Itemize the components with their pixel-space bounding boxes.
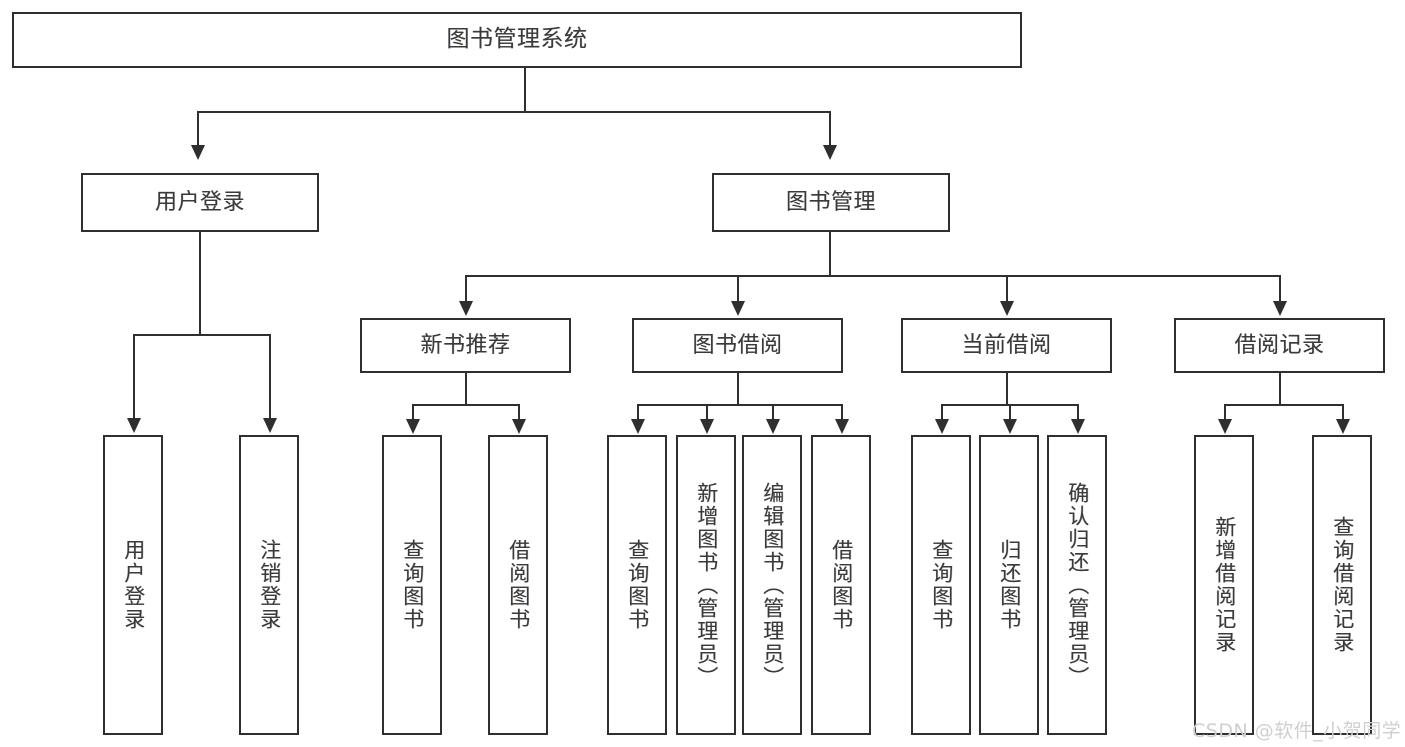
- arrow-book-borrow-to-leaf-3: [766, 419, 780, 434]
- leaf-query-book-1[interactable]: 查询图书: [382, 435, 442, 735]
- leaf-edit-book[interactable]: 编辑图书（管理员）: [742, 435, 802, 735]
- node-current-borrow[interactable]: 当前借阅: [901, 318, 1112, 373]
- node-label: 新书推荐: [420, 332, 511, 358]
- csdn-watermark: CSDN @软件_小贺同学: [1192, 720, 1402, 742]
- connector-root-bus: [197, 111, 830, 114]
- leaf-query-book-2[interactable]: 查询图书: [607, 435, 667, 735]
- arrow-book-manage-to-current-borrow: [1000, 301, 1014, 316]
- arrow-new-book-to-leaf-1: [406, 419, 420, 434]
- connector-user-login-to-leaf-2: [269, 334, 272, 420]
- connector-book-borrow-to-leaf-1: [637, 404, 640, 422]
- connector-book-borrow-to-leaf-2: [706, 404, 709, 422]
- node-label: 确认归还（管理员）: [1065, 481, 1090, 689]
- connector-current-borrow-to-leaf-1: [941, 404, 944, 422]
- connector-book-manage-to-new-book: [465, 275, 468, 307]
- node-root-system[interactable]: 图书管理系统: [12, 12, 1022, 68]
- arrow-current-borrow-to-leaf-2: [1003, 419, 1017, 434]
- arrow-book-borrow-to-leaf-1: [631, 419, 645, 434]
- connector-book-manage-to-borrow-record: [1279, 275, 1282, 307]
- connector-user-login-bus: [133, 334, 269, 337]
- leaf-borrow-book-1[interactable]: 借阅图书: [488, 435, 548, 735]
- node-book-manage[interactable]: 图书管理: [712, 173, 950, 232]
- leaf-borrow-book-2[interactable]: 借阅图书: [811, 435, 871, 735]
- connector-new-book-to-leaf-2: [518, 404, 521, 422]
- connector-book-manage-bus: [465, 275, 1280, 278]
- node-label: 借阅记录: [1234, 332, 1325, 358]
- node-user-login[interactable]: 用户登录: [81, 173, 319, 232]
- connector-new-book-stem: [465, 373, 468, 405]
- connector-root-stem: [524, 68, 527, 112]
- arrow-user-login-to-leaf-2: [263, 418, 277, 433]
- node-label: 新增图书（管理员）: [694, 481, 719, 689]
- node-label: 用户登录: [154, 189, 245, 215]
- connector-book-borrow-bus: [637, 404, 843, 407]
- node-label: 查询图书: [625, 539, 650, 631]
- connector-current-borrow-stem: [1006, 373, 1009, 405]
- node-label: 图书借阅: [692, 332, 783, 358]
- connector-user-login-to-leaf-1: [133, 334, 136, 420]
- connector-current-borrow-to-leaf-3: [1077, 404, 1080, 422]
- node-label: 查询图书: [929, 539, 954, 631]
- connector-new-book-bus: [412, 404, 518, 407]
- connector-book-borrow-stem: [737, 373, 740, 405]
- node-label: 编辑图书（管理员）: [760, 481, 785, 689]
- connector-borrow-record-to-leaf-1: [1224, 404, 1227, 422]
- connector-book-manage-to-current-borrow: [1006, 275, 1009, 307]
- node-new-book-recommend[interactable]: 新书推荐: [360, 318, 571, 373]
- node-label: 当前借阅: [961, 332, 1052, 358]
- leaf-add-borrow-record[interactable]: 新增借阅记录: [1194, 435, 1254, 735]
- arrow-new-book-to-leaf-2: [512, 419, 526, 434]
- arrow-book-borrow-to-leaf-2: [700, 419, 714, 434]
- connector-book-manage-to-book-borrow: [737, 275, 740, 307]
- connector-root-to-user-login: [197, 111, 200, 151]
- arrow-book-manage-to-borrow-record: [1273, 301, 1287, 316]
- node-label: 归还图书: [997, 539, 1022, 631]
- leaf-query-book-3[interactable]: 查询图书: [911, 435, 971, 735]
- node-label: 新增借阅记录: [1212, 516, 1237, 654]
- arrow-root-to-book-manage: [823, 145, 837, 160]
- arrow-borrow-record-to-leaf-2: [1336, 419, 1350, 434]
- leaf-logout-login[interactable]: 注销登录: [239, 435, 299, 735]
- leaf-query-borrow-record[interactable]: 查询借阅记录: [1312, 435, 1372, 735]
- arrow-user-login-to-leaf-1: [127, 418, 141, 433]
- connector-borrow-record-to-leaf-2: [1342, 404, 1345, 422]
- connector-book-manage-stem: [829, 232, 832, 276]
- arrow-borrow-record-to-leaf-1: [1218, 419, 1232, 434]
- arrow-root-to-user-login: [191, 145, 205, 160]
- node-borrow-record[interactable]: 借阅记录: [1174, 318, 1385, 373]
- node-label: 借阅图书: [829, 539, 854, 631]
- arrow-book-borrow-to-leaf-4: [835, 419, 849, 434]
- connector-borrow-record-stem: [1279, 373, 1282, 405]
- leaf-add-book[interactable]: 新增图书（管理员）: [676, 435, 736, 735]
- connector-borrow-record-bus: [1224, 404, 1342, 407]
- node-label: 图书管理: [785, 189, 876, 215]
- connector-new-book-to-leaf-1: [412, 404, 415, 422]
- connector-user-login-stem: [199, 232, 202, 335]
- arrow-current-borrow-to-leaf-1: [935, 419, 949, 434]
- node-label: 图书管理系统: [446, 26, 588, 53]
- node-label: 借阅图书: [506, 539, 531, 631]
- node-label: 查询借阅记录: [1330, 516, 1355, 654]
- connector-book-borrow-to-leaf-4: [841, 404, 844, 422]
- connector-current-borrow-to-leaf-2: [1009, 404, 1012, 422]
- connector-book-borrow-to-leaf-3: [772, 404, 775, 422]
- arrow-current-borrow-to-leaf-3: [1071, 419, 1085, 434]
- node-label: 用户登录: [121, 539, 146, 631]
- node-label: 注销登录: [257, 539, 282, 631]
- connector-root-to-book-manage: [829, 111, 832, 151]
- leaf-confirm-return[interactable]: 确认归还（管理员）: [1047, 435, 1107, 735]
- arrow-book-manage-to-book-borrow: [731, 301, 745, 316]
- node-label: 查询图书: [400, 539, 425, 631]
- leaf-return-book[interactable]: 归还图书: [979, 435, 1039, 735]
- arrow-book-manage-to-new-book: [459, 301, 473, 316]
- node-book-borrow[interactable]: 图书借阅: [632, 318, 843, 373]
- leaf-user-login[interactable]: 用户登录: [103, 435, 163, 735]
